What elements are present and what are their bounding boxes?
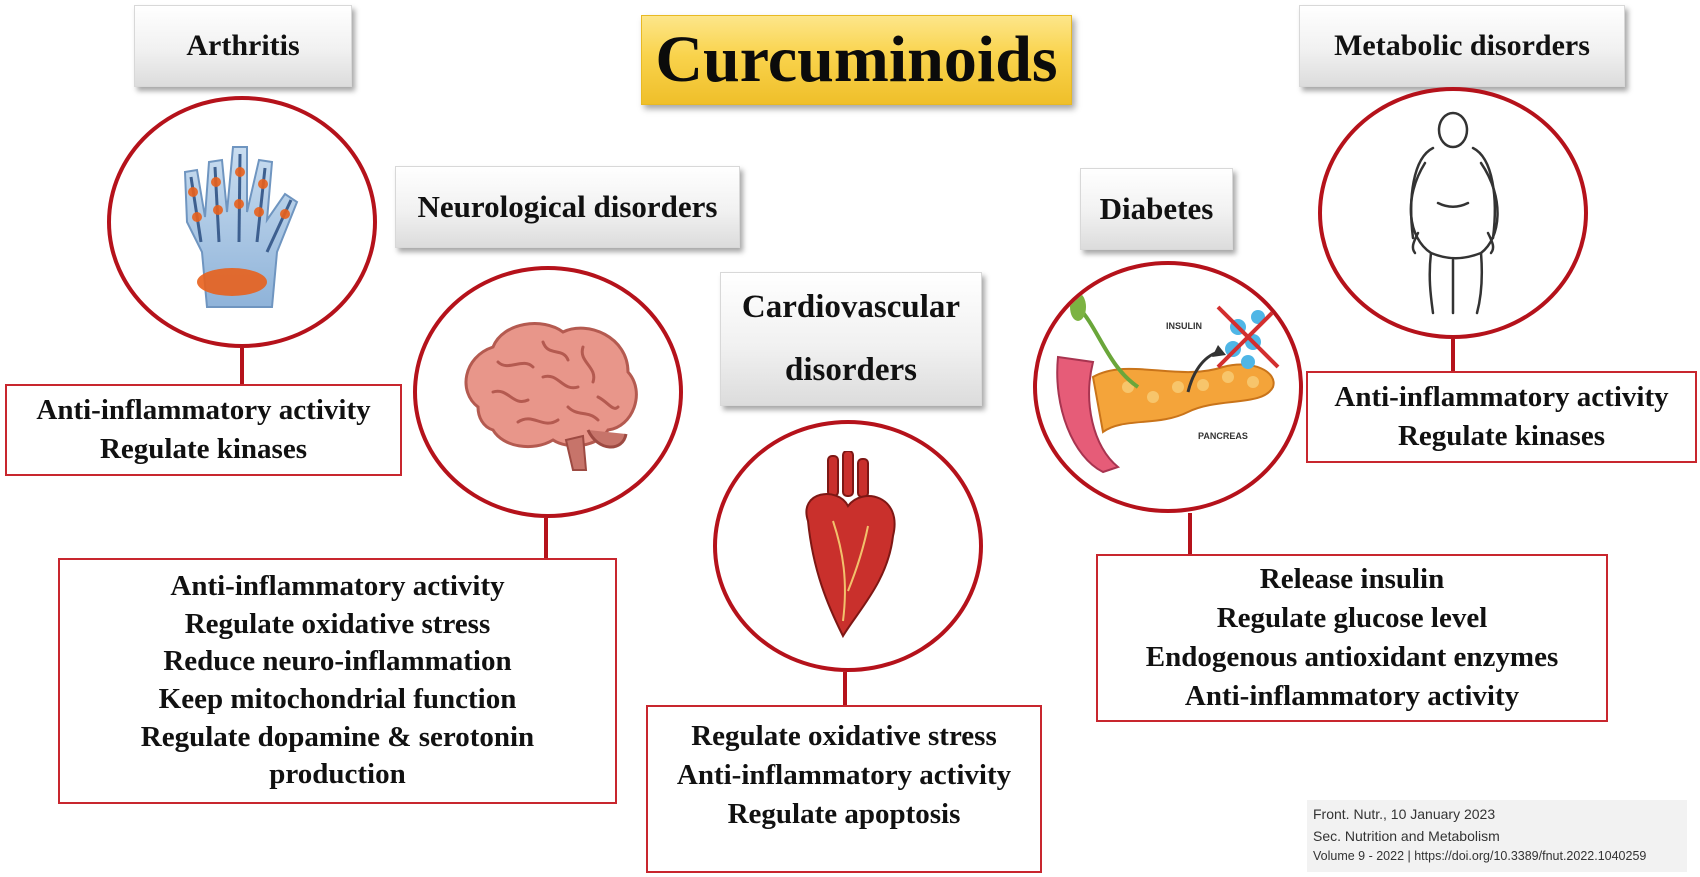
arthritis-effect: Anti-inflammatory activity [36, 393, 371, 426]
header-arthritis: Arthritis [134, 5, 352, 87]
neurological-effect: Keep mitochondrial function [158, 683, 517, 715]
citation-section: Sec. Nutrition and Metabolism [1313, 827, 1500, 844]
header-cardiovascular-line2: disorders [785, 352, 917, 388]
circle-cardiovascular [713, 420, 983, 672]
box-metabolic: Anti-inflammatory activity Regulate kina… [1306, 371, 1697, 463]
pancreas-icon: INSULIN PANCREAS [1056, 293, 1280, 474]
diabetes-effect: Regulate glucose level [1216, 601, 1488, 634]
connector-diabetes [1188, 513, 1192, 554]
header-cardiovascular: Cardiovascular disorders [720, 272, 982, 406]
box-cardiovascular: Regulate oxidative stress Anti-inflammat… [646, 705, 1042, 873]
diabetes-effect: Endogenous antioxidant enzymes [1145, 641, 1559, 673]
neurological-effect: Anti-inflammatory activity [170, 569, 505, 602]
metabolic-effect: Anti-inflammatory activity [1334, 380, 1669, 413]
cardiovascular-effect: Regulate oxidative stress [691, 720, 997, 752]
neurological-effect: Regulate oxidative stress [184, 607, 491, 640]
neurological-effect: Regulate dopamine & serotonin [140, 720, 535, 753]
cardiovascular-effect: Regulate apoptosis [727, 798, 961, 831]
diabetes-effect: Release insulin [1259, 562, 1445, 595]
citation-block: Front. Nutr., 10 January 2023 Sec. Nutri… [1307, 800, 1687, 872]
connector-neurological [544, 518, 548, 559]
header-neurological: Neurological disorders [395, 166, 740, 248]
heart-icon [805, 451, 896, 639]
metabolic-effect: Regulate kinases [1397, 420, 1606, 452]
header-cardiovascular-line1: Cardiovascular [741, 289, 961, 326]
citation-journal: Front. Nutr., 10 January 2023 [1313, 806, 1496, 822]
circle-diabetes: INSULIN PANCREAS [1033, 261, 1303, 513]
connector-metabolic [1451, 339, 1455, 372]
header-metabolic: Metabolic disorders [1299, 5, 1625, 87]
citation-doi: Volume 9 - 2022 | https://doi.org/10.338… [1313, 849, 1647, 864]
header-diabetes: Diabetes [1080, 168, 1233, 250]
circle-neurological [413, 266, 683, 518]
circle-arthritis [107, 96, 377, 348]
connector-cardiovascular [843, 672, 847, 707]
box-neurological: Anti-inflammatory activity Regulate oxid… [58, 558, 617, 804]
circle-metabolic [1318, 87, 1588, 339]
diabetes-effect: Anti-inflammatory activity [1184, 680, 1520, 713]
neurological-effect: production [269, 758, 406, 791]
neurological-effect: Reduce neuro-inflammation [163, 645, 512, 678]
connector-arthritis [240, 348, 244, 386]
box-diabetes: Release insulin Regulate glucose level E… [1096, 554, 1608, 722]
cardiovascular-effect: Anti-inflammatory activity [676, 759, 1012, 792]
arthritis-effect: Regulate kinases [99, 433, 308, 465]
insulin-label: INSULIN [1166, 321, 1202, 331]
brain-icon [464, 322, 638, 471]
page-title: Curcuminoids [641, 15, 1072, 105]
box-arthritis: Anti-inflammatory activity Regulate kina… [5, 384, 402, 476]
hand-joints-icon [183, 146, 299, 308]
obese-body-icon [1409, 111, 1499, 315]
pancreas-label: PANCREAS [1198, 431, 1248, 441]
